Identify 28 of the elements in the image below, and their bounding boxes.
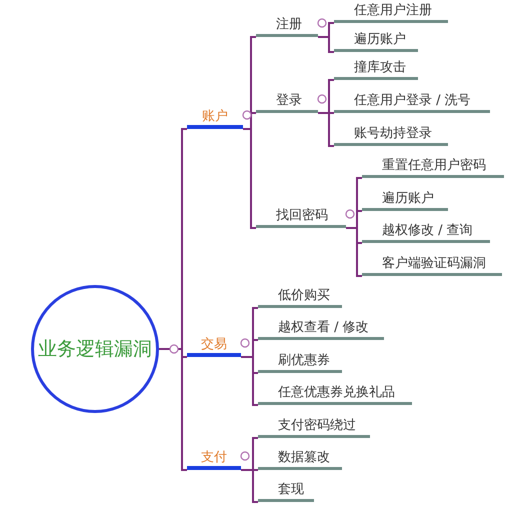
subtopic: 数据篡改 (258, 449, 342, 470)
subtopic: 撞库攻击 (334, 59, 418, 80)
connector-line (318, 36, 334, 53)
connector-line (241, 469, 258, 503)
subtopic: 遍历账户 (334, 31, 418, 52)
subtopic: 登录 (256, 92, 318, 113)
subtopic: 客户端验证码漏洞 (362, 255, 502, 276)
main-topic: 账户 (187, 108, 243, 129)
subtopic: 任意用户注册 (334, 2, 448, 23)
subtopic: 越权查看 / 修改 (258, 319, 384, 340)
connector-line (243, 128, 256, 229)
subtopic: 重置任意用户密码 (362, 157, 504, 178)
connector-line (241, 356, 258, 406)
subtopic: 刷优惠券 (258, 352, 342, 373)
connector-line (318, 112, 334, 147)
subtopic: 越权修改 / 查询 (362, 222, 490, 243)
subtopic: 注册 (256, 16, 318, 37)
main-topic: 交易 (187, 336, 241, 357)
main-topic: 支付 (187, 449, 241, 470)
subtopic: 任意优惠券兑换礼品 (258, 384, 412, 405)
subtopic: 支付密码绕过 (258, 417, 370, 438)
root-topic-circle: 业务逻辑漏洞 (31, 285, 159, 413)
subtopic: 遍历账户 (362, 190, 448, 211)
subtopic: 账号劫持登录 (334, 125, 448, 146)
subtopic: 套现 (258, 481, 314, 502)
subtopic: 找回密码 (256, 207, 346, 228)
subtopic: 低价购买 (258, 287, 342, 308)
subtopic: 任意用户登录 / 洗号 (334, 92, 490, 113)
